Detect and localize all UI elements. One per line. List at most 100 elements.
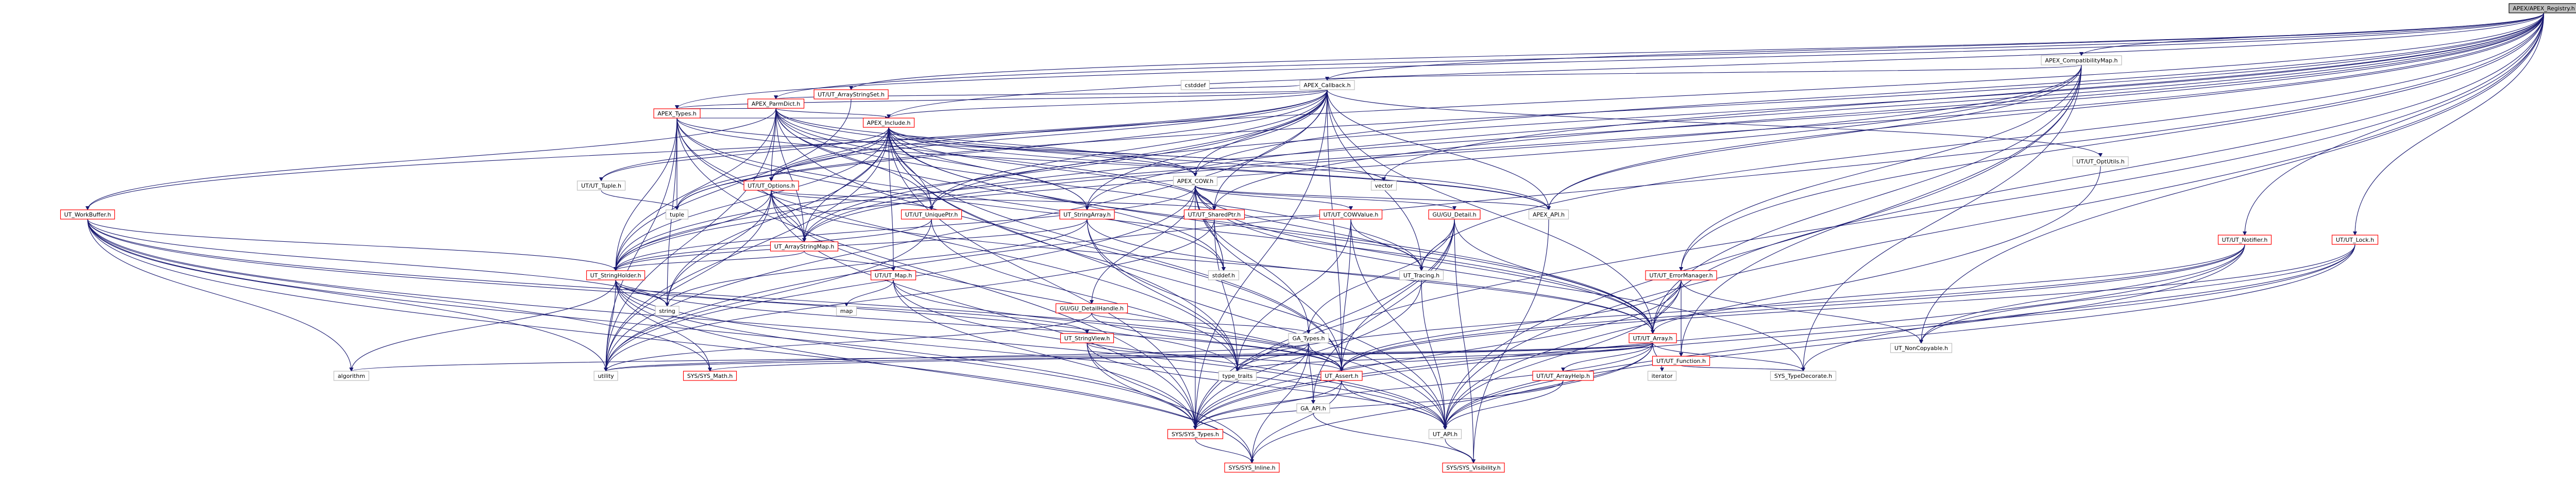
node-gu-gu-detailhandle-h[interactable]: GU/GU_DetailHandle.h xyxy=(1055,303,1128,313)
node-label: GA_API.h xyxy=(1300,405,1326,412)
node-label: APEX_Callback.h xyxy=(1303,82,1350,89)
node-apex-include-h[interactable]: APEX_Include.h xyxy=(862,118,915,128)
include-edge xyxy=(615,279,1197,430)
include-edge xyxy=(1313,412,1476,463)
include-edge xyxy=(675,89,1328,109)
include-edge xyxy=(675,127,889,210)
node-box xyxy=(1218,371,1257,381)
node-label: SYS/SYS_Visibility.h xyxy=(1446,465,1501,471)
include-edge xyxy=(1340,219,1351,372)
include-edge xyxy=(1087,342,1197,430)
node-ut-ut-notifier-h[interactable]: UT/UT_Notifier.h xyxy=(2217,235,2272,245)
include-edge xyxy=(775,108,1551,210)
node-label: UT/UT_OptUtils.h xyxy=(2076,158,2124,165)
include-edge xyxy=(1327,89,1655,334)
include-edge xyxy=(599,127,889,181)
node-label: UT/UT_Lock.h xyxy=(2336,237,2374,243)
node-apex-apex-registry-h: APEX/APEX_Registry.h xyxy=(2509,3,2576,13)
node-ut-ut-sharedptr-h[interactable]: UT/UT_SharedPtr.h xyxy=(1183,209,1245,220)
node-stddef-h: stddef.h xyxy=(1208,270,1240,280)
node-ut-workbuffer-h[interactable]: UT_WorkBuffer.h xyxy=(60,209,115,220)
include-edge xyxy=(604,89,1328,372)
node-ut-ut-map-h[interactable]: UT/UT_Map.h xyxy=(870,270,917,280)
node-apex-parmdict-h[interactable]: APEX_ParmDict.h xyxy=(747,98,805,109)
node-ut-stringarray-h[interactable]: UT_StringArray.h xyxy=(1059,209,1115,220)
node-box xyxy=(1652,356,1710,366)
include-edge xyxy=(804,251,895,271)
include-edge xyxy=(1421,279,1447,430)
include-edge xyxy=(1193,89,1328,430)
node-sys-sys-visibility-h[interactable]: SYS/SYS_Visibility.h xyxy=(1442,462,1505,473)
node-sys-sys-inline-h[interactable]: SYS/SYS_Inline.h xyxy=(1224,462,1280,473)
node-sys-sys-math-h[interactable]: SYS/SYS_Math.h xyxy=(683,371,737,381)
include-edge xyxy=(1235,342,1653,372)
include-edge xyxy=(1308,342,1315,404)
node-apex-compatibilitymap-h: APEX_CompatibilityMap.h xyxy=(2041,55,2122,65)
include-edge xyxy=(1454,219,1655,334)
node-label: UT/UT_Map.h xyxy=(875,272,912,279)
node-sys-sys-types-h[interactable]: SYS/SYS_Types.h xyxy=(1167,429,1224,439)
node-label: map xyxy=(840,308,853,314)
node-box xyxy=(665,209,689,220)
include-edge xyxy=(1919,244,2355,344)
node-gu-gu-detail-h[interactable]: GU/GU_Detail.h xyxy=(1428,209,1481,220)
node-label: cstddef xyxy=(1185,82,1207,89)
include-edge xyxy=(1919,12,2545,344)
include-edge xyxy=(1235,342,1309,372)
include-edge xyxy=(849,12,2545,90)
include-edge xyxy=(893,279,1197,430)
include-edge xyxy=(1919,244,2245,344)
node-box xyxy=(1647,371,1677,381)
node-ut-ut-array-h[interactable]: UT/UT_Array.h xyxy=(1629,333,1677,343)
node-ut-assert-h[interactable]: UT_Assert.h xyxy=(1320,371,1363,381)
node-ut-ut-errormanager-h[interactable]: UT/UT_ErrorManager.h xyxy=(1645,270,1717,280)
include-edge xyxy=(675,12,2545,210)
include-edge xyxy=(614,64,2082,271)
node-ut-tracing-h: UT_Tracing.h xyxy=(1399,270,1444,280)
node-ut-ut-arraystringset-h[interactable]: UT/UT_ArrayStringSet.h xyxy=(814,89,889,99)
node-label: UT/UT_Options.h xyxy=(748,183,795,189)
node-box xyxy=(1060,333,1114,343)
node-ut-ut-lock-h[interactable]: UT/UT_Lock.h xyxy=(2331,235,2379,245)
include-edge xyxy=(1087,219,1655,334)
include-edge xyxy=(888,127,895,271)
node-box xyxy=(743,180,799,191)
include-edge xyxy=(675,89,1328,210)
include-edge xyxy=(775,108,1216,210)
node-label: SYS/SYS_Math.h xyxy=(687,373,733,379)
node-ut-stringview-h[interactable]: UT_StringView.h xyxy=(1060,333,1114,343)
node-box xyxy=(1299,80,1355,90)
include-edge xyxy=(665,219,1088,307)
node-ut-ut-cowvalue-h[interactable]: UT/UT_COWValue.h xyxy=(1319,209,1383,220)
include-edge xyxy=(604,190,772,372)
node-ut-ut-arrayhelp-h[interactable]: UT/UT_ArrayHelp.h xyxy=(1532,371,1594,381)
include-edge xyxy=(1085,12,2545,210)
node-box xyxy=(1428,209,1481,220)
node-label: algorithm xyxy=(337,373,365,379)
node-ut-arraystringmap-h[interactable]: UT_ArrayStringMap.h xyxy=(770,241,839,252)
include-edge xyxy=(614,108,776,271)
include-edge xyxy=(1090,185,1196,304)
node-label: APEX_Include.h xyxy=(867,120,911,126)
node-label: APEX_API.h xyxy=(1533,211,1565,218)
node-ut-ut-uniqueptr-h[interactable]: UT/UT_UniquePtr.h xyxy=(901,209,962,220)
node-box xyxy=(1528,209,1569,220)
include-edge xyxy=(1443,12,2545,430)
node-ga-api-h: GA_API.h xyxy=(1296,403,1330,413)
include-edge xyxy=(887,12,2545,119)
node-ut-stringholder-h[interactable]: UT_StringHolder.h xyxy=(586,270,646,280)
include-edge xyxy=(1091,312,1311,334)
node-ut-ut-function-h[interactable]: UT/UT_Function.h xyxy=(1652,356,1710,366)
include-edge xyxy=(2353,12,2545,236)
node-apex-types-h[interactable]: APEX_Types.h xyxy=(653,108,701,119)
node-box xyxy=(870,270,917,280)
include-edge xyxy=(774,12,2545,99)
include-edge xyxy=(1652,342,1805,372)
include-edge xyxy=(614,127,889,271)
node-ut-ut-options-h[interactable]: UT/UT_Options.h xyxy=(743,180,799,191)
node-label: UT/UT_ErrorManager.h xyxy=(1649,272,1713,279)
include-edge xyxy=(87,219,608,372)
node-box xyxy=(1224,462,1280,473)
node-box xyxy=(2331,235,2379,245)
